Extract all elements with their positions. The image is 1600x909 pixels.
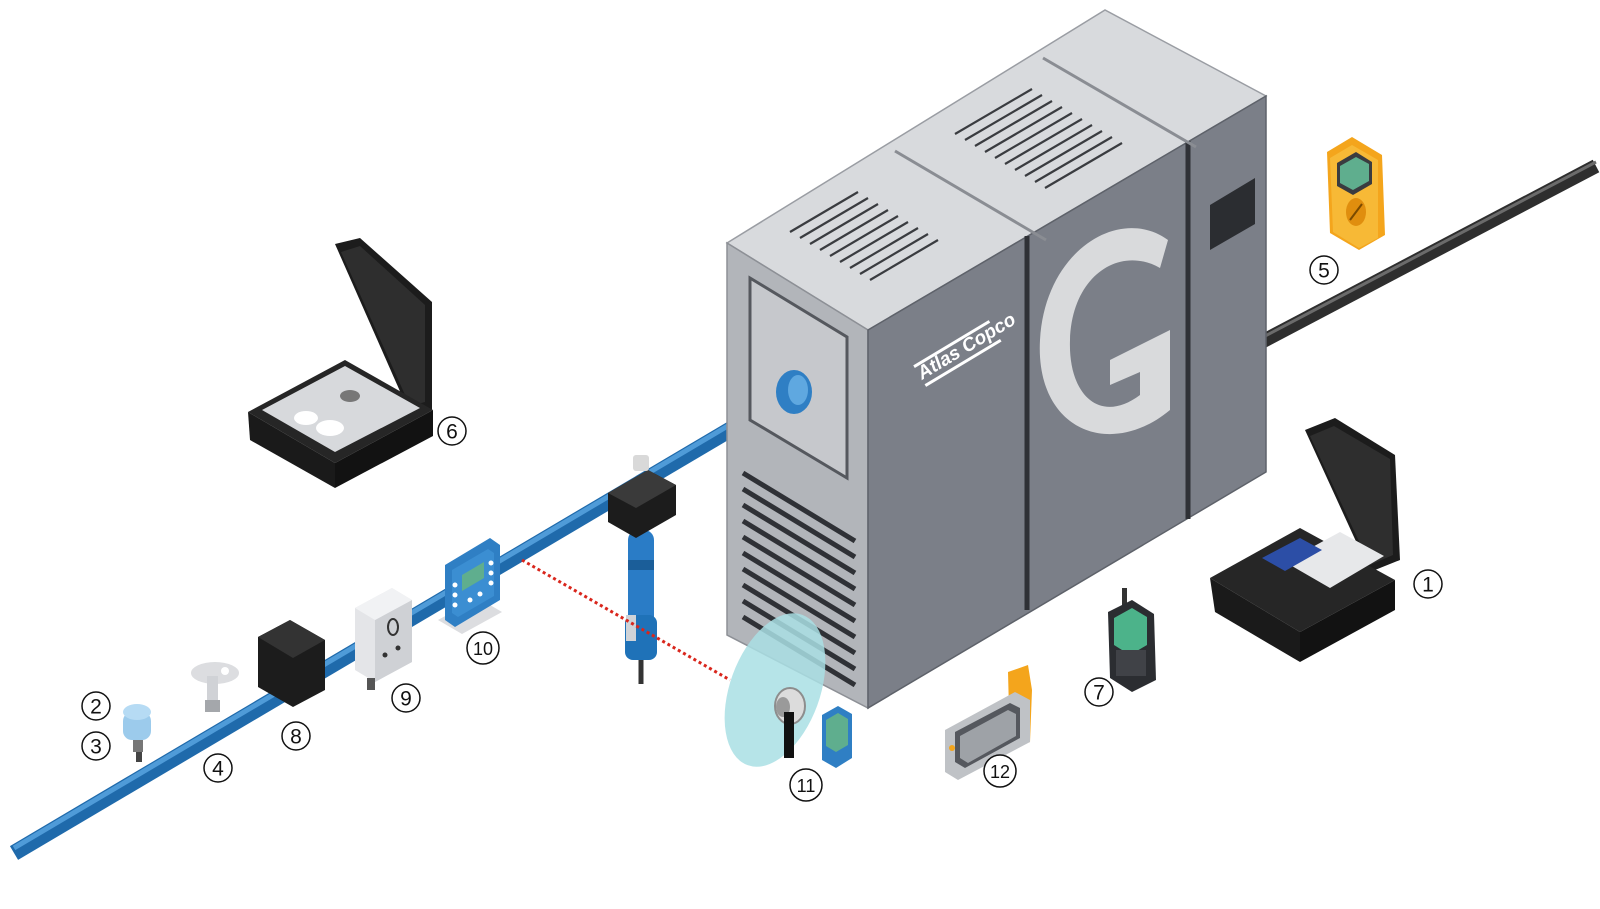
callout-2-label: 2: [90, 696, 102, 719]
callout-5: 5: [1309, 255, 1339, 285]
display-panel: [438, 538, 502, 634]
callout-10-label: 10: [473, 639, 493, 659]
exhaust-pipe: [1244, 159, 1600, 356]
flow-sensor: [258, 620, 325, 707]
pressure-transducer: [355, 588, 412, 690]
sensor-assembly: [123, 704, 151, 762]
callout-8: 8: [281, 721, 311, 751]
valve-key: [191, 662, 239, 712]
compressor-cabinet: Atlas Copco: [725, 9, 1268, 710]
laser-beam: [521, 558, 731, 682]
callout-4-label: 4: [212, 758, 224, 781]
callout-1-label: 1: [1422, 574, 1434, 597]
inline-filter: [608, 455, 676, 684]
callout-7-label: 7: [1093, 682, 1105, 705]
callout-4: 4: [203, 753, 233, 783]
callout-3-label: 3: [90, 736, 102, 759]
callout-6-label: 6: [446, 421, 458, 444]
pipe-inlet: [776, 370, 812, 414]
multimeter: [1327, 137, 1385, 250]
callout-6: 6: [437, 416, 467, 446]
ultrasonic-detector: [724, 613, 852, 768]
side-louvres: [741, 470, 857, 688]
callout-11-label: 11: [797, 776, 816, 796]
callout-3: 3: [81, 731, 111, 761]
callout-12-label: 12: [990, 762, 1010, 782]
callout-11: 11: [789, 768, 823, 802]
handheld-meter: [1108, 588, 1156, 692]
g-logo-panel: [1039, 228, 1170, 435]
callout-10: 10: [466, 631, 500, 665]
callout-9-label: 9: [400, 688, 412, 711]
callout-5-label: 5: [1318, 260, 1330, 283]
callout-9: 9: [391, 683, 421, 713]
callout-1: 1: [1413, 569, 1443, 599]
callout-8-label: 8: [290, 726, 302, 749]
callout-12: 12: [983, 754, 1017, 788]
callout-2: 2: [81, 691, 111, 721]
kit-case-right: [1210, 418, 1400, 662]
callout-7: 7: [1084, 677, 1114, 707]
top-vent-grille: [789, 88, 1123, 281]
tablet-device: [945, 665, 1032, 780]
kit-case-left: [248, 238, 433, 488]
